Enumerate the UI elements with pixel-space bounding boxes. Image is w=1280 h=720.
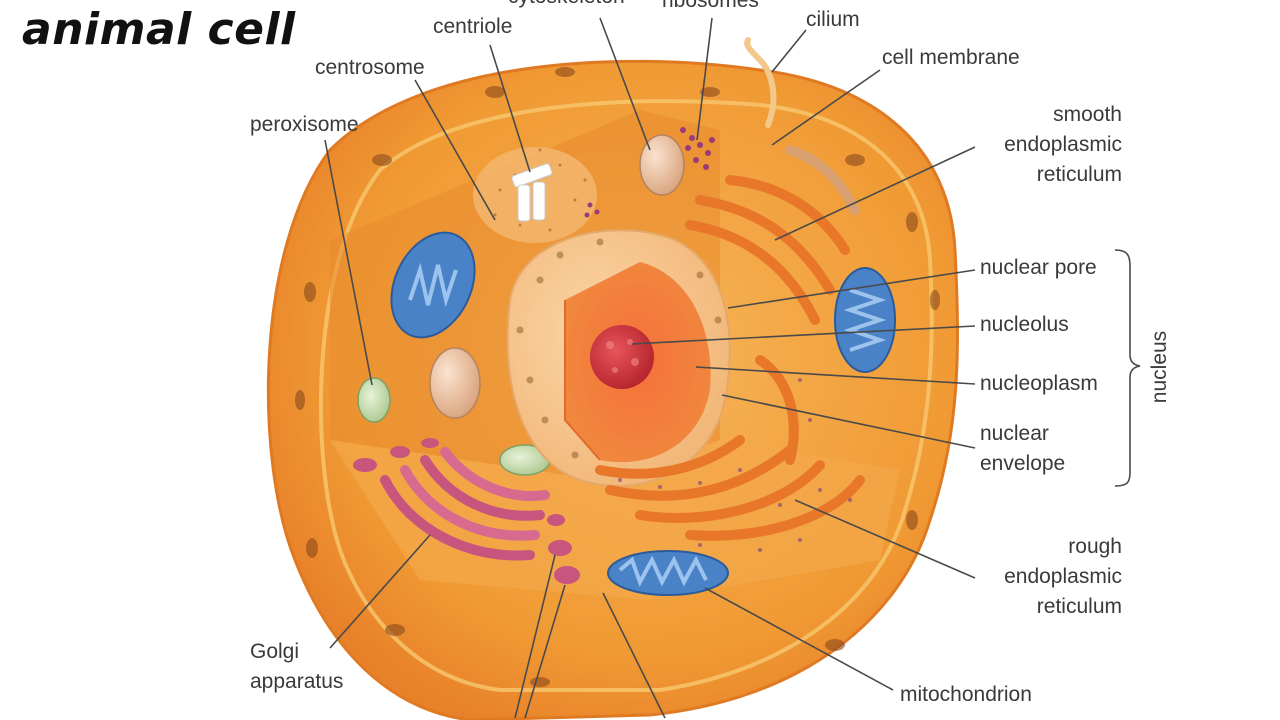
page-title: animal cell (22, 4, 296, 55)
label-golgi-apparatus: Golgi apparatus (250, 640, 344, 693)
label-nucleus: nucleus (1148, 330, 1171, 404)
nucleus-bracket (1114, 249, 1141, 487)
vesicle (429, 347, 481, 419)
label-peroxisome: peroxisome (250, 113, 359, 136)
label-mitochondrion: mitochondrion (900, 683, 1032, 706)
vesicle (639, 134, 685, 196)
label-rough-er: rough endoplasmic reticulum (1004, 535, 1122, 618)
peroxisome (357, 377, 391, 423)
golgi-apparatus (380, 447, 550, 561)
golgi-vesicles (353, 438, 580, 584)
cilium (744, 37, 777, 128)
label-cilium: cilium (806, 8, 860, 31)
label-centrosome: centrosome (315, 56, 425, 79)
label-ribosomes: ribosomes (662, 0, 759, 12)
label-nuclear-envelope: nuclear envelope (980, 422, 1066, 475)
rough-er-ribosomes (618, 378, 852, 552)
mitochondrion (834, 267, 896, 373)
centriole (511, 163, 553, 222)
nuclear-pore (516, 238, 722, 459)
nucleolus (590, 325, 654, 389)
centrosome (473, 147, 597, 243)
mitochondrion (607, 550, 729, 596)
ribosomes (584, 127, 715, 218)
label-nucleolus: nucleolus (980, 313, 1069, 336)
mitochondrion (390, 231, 476, 339)
label-nuclear-pore: nuclear pore (980, 256, 1097, 279)
label-centriole: centriole (433, 15, 513, 38)
label-nucleoplasm: nucleoplasm (980, 372, 1098, 395)
label-cytoskeleton: cytoskeleton (508, 0, 625, 12)
rough-endoplasmic-reticulum (595, 355, 865, 541)
label-cell-membrane: cell membrane (882, 46, 1020, 69)
nucleus (506, 229, 731, 488)
smooth-endoplasmic-reticulum (685, 145, 860, 325)
leader-lines (324, 17, 976, 719)
label-smooth-er: smooth endoplasmic reticulum (1004, 103, 1122, 186)
